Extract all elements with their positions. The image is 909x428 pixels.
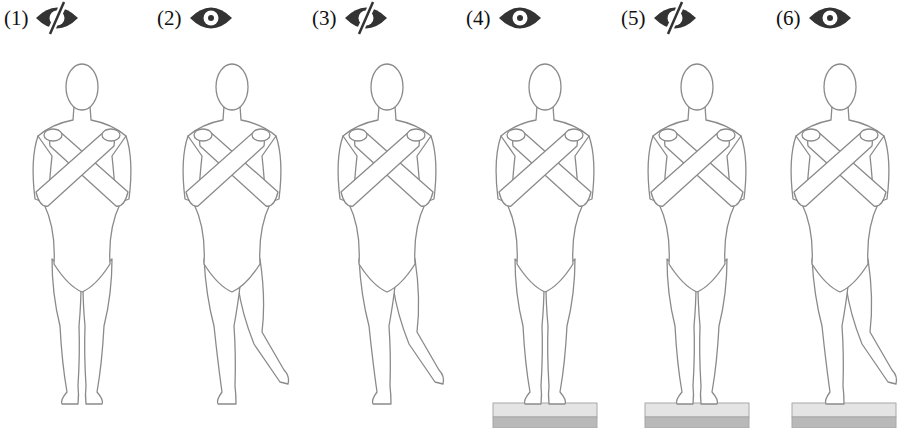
panel-number: (2) [157, 8, 182, 29]
foam-platform [792, 403, 896, 428]
foam-platform [645, 403, 749, 428]
standing-figure [496, 64, 594, 404]
panel-number: (1) [4, 8, 29, 29]
eyes-open-icon [190, 8, 232, 29]
eyes-open-icon [809, 8, 851, 29]
panel-number: (3) [312, 8, 337, 29]
eyes-closed-icon [654, 1, 696, 35]
one-leg-figure [338, 64, 443, 404]
panel-number: (5) [621, 8, 646, 29]
one-leg-figure [791, 64, 896, 404]
eyes-closed-icon [345, 1, 387, 35]
eyes-open-icon [499, 8, 541, 29]
foam-platform [493, 403, 597, 428]
panel-number: (4) [466, 8, 491, 29]
standing-figure [648, 64, 746, 404]
eyes-closed-icon [36, 1, 78, 35]
one-leg-figure [183, 64, 288, 404]
standing-figure [33, 64, 131, 404]
panel-number: (6) [776, 8, 801, 29]
